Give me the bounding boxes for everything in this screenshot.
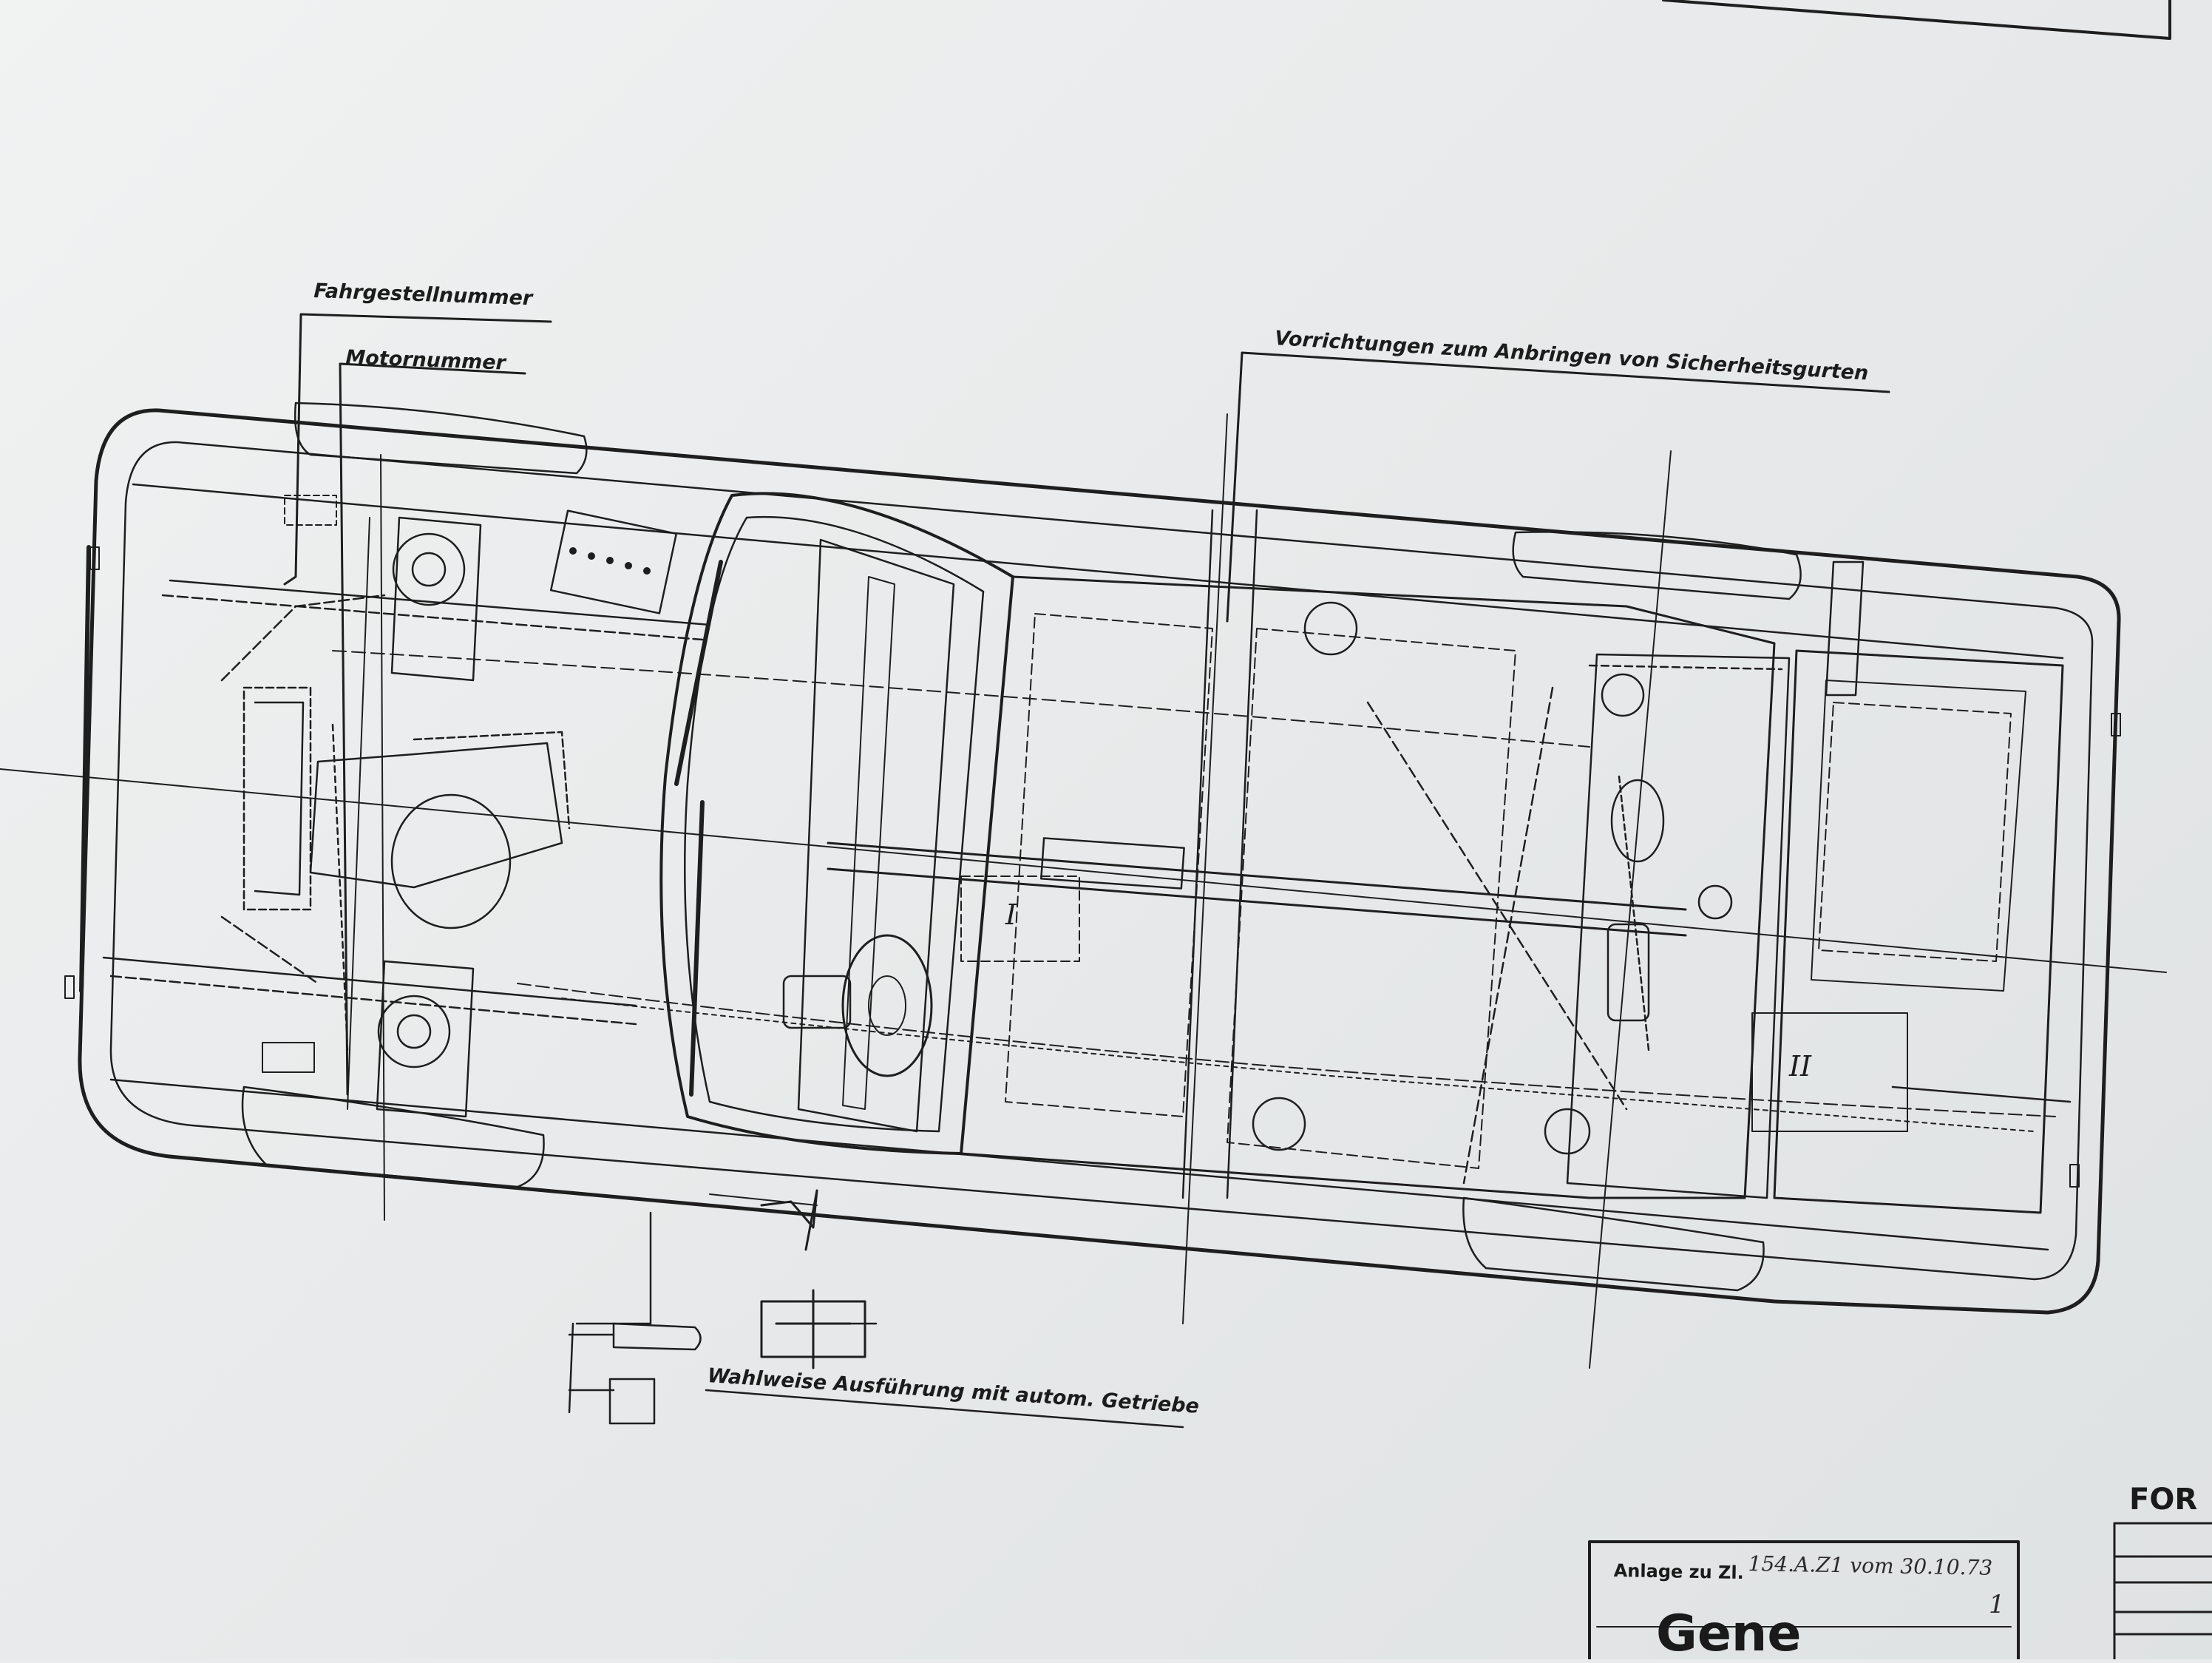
fuel-tank — [1825, 560, 1865, 697]
brake-line — [332, 650, 1590, 748]
front-seat-frame — [1005, 613, 1213, 1117]
seat-marker-rear: II — [1789, 1050, 1812, 1083]
spare-wheel-well — [1818, 702, 2012, 962]
title-block-frame — [1588, 1540, 2020, 1659]
gearshift-area — [782, 975, 852, 1029]
exhaust-pipe — [517, 983, 2056, 1117]
driveshaft-lower — [827, 867, 1687, 937]
page-mark: 1 — [1989, 1590, 2005, 1619]
rear-seat-zone — [1751, 1012, 1908, 1132]
rear-axle-assembly — [1252, 601, 1791, 1199]
c-pillar-line — [1226, 509, 1258, 1199]
attachment-label: Anlage zu Zl. — [1613, 1560, 1745, 1584]
auto-option-underline — [705, 1389, 1184, 1429]
brand-title-fragment: FOR — [2129, 1483, 2198, 1517]
battery-box — [549, 509, 678, 614]
title-fragment: Gene — [1656, 1605, 1802, 1663]
rear-left-wheel — [1512, 531, 1802, 600]
steering-hub — [868, 975, 906, 1036]
body-outline — [78, 408, 2121, 1315]
rear-bumper-tab-bottom — [2069, 1164, 2080, 1188]
driveshaft-center-bearing — [1040, 837, 1185, 890]
mirror-arm — [709, 1193, 818, 1206]
driveshaft — [827, 841, 1687, 911]
rear-crossmember — [1891, 1085, 2072, 1103]
battery-cells — [569, 547, 651, 575]
chassis-number-leader — [283, 313, 552, 586]
front-suspension-assembly — [102, 516, 711, 1118]
front-left-wheel — [294, 402, 588, 475]
front-bumper-tab-bottom — [64, 975, 75, 999]
left-sill — [132, 483, 2064, 660]
instrument-panel — [842, 576, 895, 1110]
front-bumper-tab-top — [89, 546, 100, 570]
wiper-lower — [689, 800, 705, 1097]
engine-number-leader — [339, 362, 526, 1096]
dashboard — [797, 538, 955, 1133]
auto-selector-knob — [608, 1378, 656, 1425]
windshield-inner — [684, 515, 985, 1133]
seat-zone-front — [960, 875, 1080, 962]
steering-wheel — [841, 934, 933, 1077]
center-axis-line — [0, 768, 2167, 973]
seatbelt-leader — [1226, 351, 1890, 623]
rear-bumper-tab-top — [2111, 713, 2121, 736]
auto-selector-handle — [612, 1322, 702, 1351]
front-axle-reference — [380, 454, 385, 1221]
fuel-line — [561, 998, 2034, 1132]
automatic-option-leader — [575, 1211, 652, 1325]
seat-marker-front: I — [1005, 898, 1017, 931]
trunk-outline — [1773, 649, 2064, 1214]
auto-gate-lever — [775, 1289, 852, 1369]
auto-shift-lever-option — [568, 1322, 615, 1414]
rear-axle-reference — [1589, 450, 1672, 1369]
b-pillar-line — [1181, 509, 1214, 1199]
front-fitting-left — [284, 495, 337, 526]
sheet-frame-corner — [1662, 0, 2171, 40]
door-mirror — [760, 1189, 818, 1251]
cabin-outline — [960, 575, 1776, 1199]
trunk-inner — [1811, 680, 2026, 992]
right-sill — [109, 1078, 2049, 1251]
front-fitting-right — [262, 1042, 315, 1073]
rear-right-wheel — [1462, 1196, 1765, 1292]
attachment-value: 154.A.Z1 vom 30.10.73 — [1748, 1551, 1993, 1580]
front-bumper — [79, 545, 91, 993]
title-block-right-frame — [2113, 1522, 2212, 1659]
cabin-reference-line — [1182, 413, 1228, 1324]
body-inner-outline — [109, 441, 2094, 1281]
wiper-upper — [674, 560, 723, 786]
front-right-wheel — [241, 1085, 545, 1188]
